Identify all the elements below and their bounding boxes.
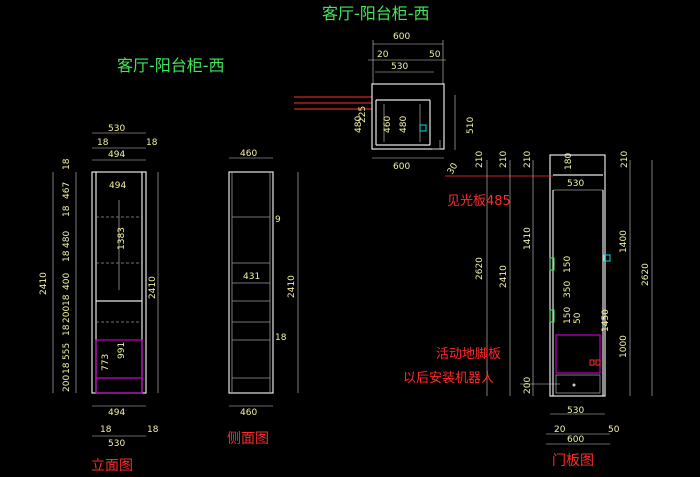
- front-dim-1383: 1383: [117, 227, 127, 250]
- plan-dim-600-bottom: 600: [393, 162, 410, 172]
- side-dim-460: 460: [240, 149, 257, 159]
- plan-dim-30: 30: [446, 161, 461, 176]
- front-dim-18-3: 18: [62, 250, 72, 262]
- plan-dim-510: 510: [466, 117, 476, 134]
- front-dim-494: 494: [108, 150, 125, 160]
- door-bottom-50: 50: [608, 425, 620, 435]
- door-dim-210a: 210: [475, 151, 485, 168]
- side-bottom-460: 460: [240, 408, 257, 418]
- front-bottom-494: 494: [108, 408, 125, 418]
- door-dim-150a: 150: [563, 256, 573, 273]
- door-dim-1450: 1450: [601, 309, 611, 332]
- plan-dim-20: 20: [377, 50, 389, 60]
- front-inner-494: 494: [109, 181, 126, 191]
- door-dim-210c: 210: [523, 151, 533, 168]
- door-dim-350: 350: [563, 281, 573, 298]
- front-dim-530: 530: [108, 124, 125, 134]
- title-left: 客厅-阳台柜-西: [117, 56, 225, 75]
- front-dim-2410-left: 2410: [39, 272, 49, 295]
- door-bottom-600: 600: [567, 435, 584, 445]
- door-dim-2620-right: 2620: [641, 263, 651, 286]
- door-dim-1400: 1400: [619, 230, 629, 253]
- door-bottom-530: 530: [567, 406, 584, 416]
- front-dim-467: 467: [62, 182, 72, 199]
- front-dim-18-5: 18: [62, 324, 72, 336]
- front-dim-2410-right: 2410: [148, 276, 158, 299]
- door-bottom-20: 20: [554, 425, 566, 435]
- door-dim-50: 50: [573, 312, 583, 324]
- plan-dim-50: 50: [429, 50, 441, 60]
- door-dim-180: 180: [564, 153, 574, 170]
- front-dim-18-4: 18: [62, 294, 72, 306]
- plan-dim-460: 460: [383, 116, 393, 133]
- front-dim-200a: 200: [62, 306, 72, 323]
- side-dim-9: 9: [275, 215, 281, 225]
- plan-dim-480a: 480: [354, 116, 364, 133]
- front-dim-18a: 18: [97, 138, 109, 148]
- door-dim-150b: 150: [563, 307, 573, 324]
- door-view: 210 210 210 180 210 530 2620 2410 1410 2…: [445, 151, 653, 469]
- front-bottom-18a: 18: [100, 425, 112, 435]
- front-dim-773: 773: [101, 354, 111, 371]
- door-dim-1000: 1000: [619, 335, 629, 358]
- door-dim-2410: 2410: [499, 265, 509, 288]
- door-dim-210-right: 210: [620, 151, 630, 168]
- plan-view: 600 20 50 530 225 480 460 480 510 30 600: [294, 32, 476, 177]
- front-bottom-530: 530: [108, 439, 125, 449]
- door-dim-210b: 210: [499, 151, 509, 168]
- side-dim-431: 431: [243, 272, 260, 282]
- caption-side: 侧面图: [227, 431, 269, 447]
- side-view: 460 9 431 2410 18 460 侧面图: [227, 149, 299, 447]
- note-visible-board: 见光板485: [447, 194, 511, 209]
- front-dim-480: 480: [62, 231, 72, 248]
- plan-dim-480b: 480: [399, 116, 409, 133]
- caption-front: 立面图: [91, 458, 133, 474]
- door-dim-200: 200: [523, 377, 533, 394]
- door-dim-1410: 1410: [523, 227, 533, 250]
- title-top: 客厅-阳台柜-西: [322, 4, 430, 23]
- front-dim-200b: 200: [62, 375, 72, 392]
- front-dim-18-6: 18: [62, 362, 72, 374]
- caption-door: 门板图: [552, 453, 594, 469]
- front-dim-555: 555: [62, 343, 72, 360]
- front-dim-991: 991: [117, 342, 127, 359]
- note-kick-board: 活动地脚板: [436, 346, 501, 362]
- front-dim-18-1: 18: [62, 158, 72, 170]
- plan-dim-600: 600: [393, 32, 410, 42]
- side-dim-18: 18: [275, 333, 287, 343]
- plan-dim-225: 225: [358, 106, 368, 123]
- door-dim-2620-left: 2620: [475, 257, 485, 280]
- front-elevation: 530 18 494 18 494 1383 773 991 2410 18 4…: [39, 124, 159, 474]
- front-dim-18-2: 18: [62, 205, 72, 217]
- side-dim-2410: 2410: [287, 275, 297, 298]
- front-dim-400: 400: [62, 273, 72, 290]
- front-bottom-18b: 18: [147, 425, 159, 435]
- front-dim-18b: 18: [146, 138, 158, 148]
- door-dim-530-top: 530: [567, 179, 584, 189]
- note-robot: 以后安装机器人: [403, 371, 494, 386]
- plan-dim-530: 530: [391, 62, 408, 72]
